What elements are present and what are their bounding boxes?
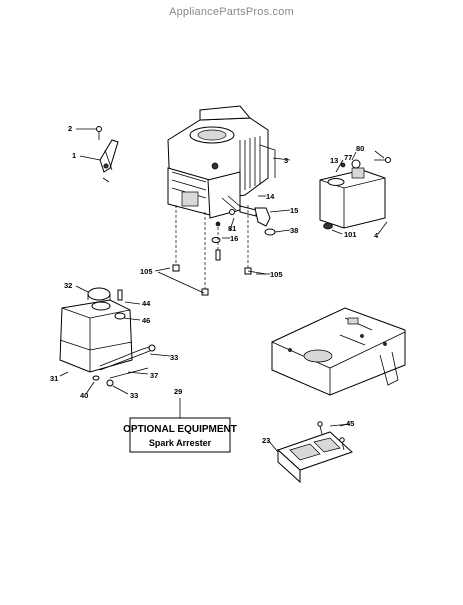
callout-1: 1 — [72, 151, 76, 160]
callout-16: 16 — [230, 234, 238, 243]
mounting-plate — [271, 307, 406, 396]
mounting-bolts — [157, 205, 267, 296]
callout-2: 2 — [68, 124, 72, 133]
callout-14: 14 — [266, 192, 275, 201]
throttle-control — [96, 126, 119, 183]
callout-37: 37 — [150, 371, 158, 380]
fuel-tank — [59, 287, 156, 387]
callout-101: 101 — [344, 230, 357, 239]
optional-equipment-subtitle: Spark Arrester — [149, 438, 212, 448]
spark-arrester — [277, 421, 353, 484]
callout-105-right: 105 — [270, 270, 283, 279]
callout-labels: 1 2 3 4 13 14 15 16 23 29 31 32 33 33 37… — [50, 124, 379, 445]
callout-44: 44 — [142, 299, 151, 308]
watermark: AppliancePartsPros.com — [169, 6, 294, 18]
optional-equipment-box: OPTIONAL EQUIPMENT Spark Arrester — [123, 398, 237, 453]
callout-31: 31 — [50, 374, 58, 383]
engine — [167, 105, 276, 219]
callout-23: 23 — [262, 436, 270, 445]
callout-81: 81 — [228, 224, 236, 233]
callout-45: 45 — [346, 419, 354, 428]
callout-33-lower: 33 — [130, 391, 138, 400]
callout-29: 29 — [174, 387, 182, 396]
callout-32: 32 — [64, 281, 72, 290]
callout-3: 3 — [284, 156, 288, 165]
callout-15: 15 — [290, 206, 298, 215]
callout-13: 13 — [330, 156, 338, 165]
callout-80: 80 — [356, 144, 364, 153]
callout-40: 40 — [80, 391, 88, 400]
callout-46: 46 — [142, 316, 150, 325]
callout-33-upper: 33 — [170, 353, 178, 362]
callout-77: 77 — [344, 153, 352, 162]
muffler — [319, 157, 391, 230]
optional-equipment-title: OPTIONAL EQUIPMENT — [123, 424, 237, 435]
callout-105-left: 105 — [140, 267, 153, 276]
callout-4: 4 — [374, 231, 379, 240]
callout-38: 38 — [290, 226, 298, 235]
leader-lines — [59, 128, 388, 453]
